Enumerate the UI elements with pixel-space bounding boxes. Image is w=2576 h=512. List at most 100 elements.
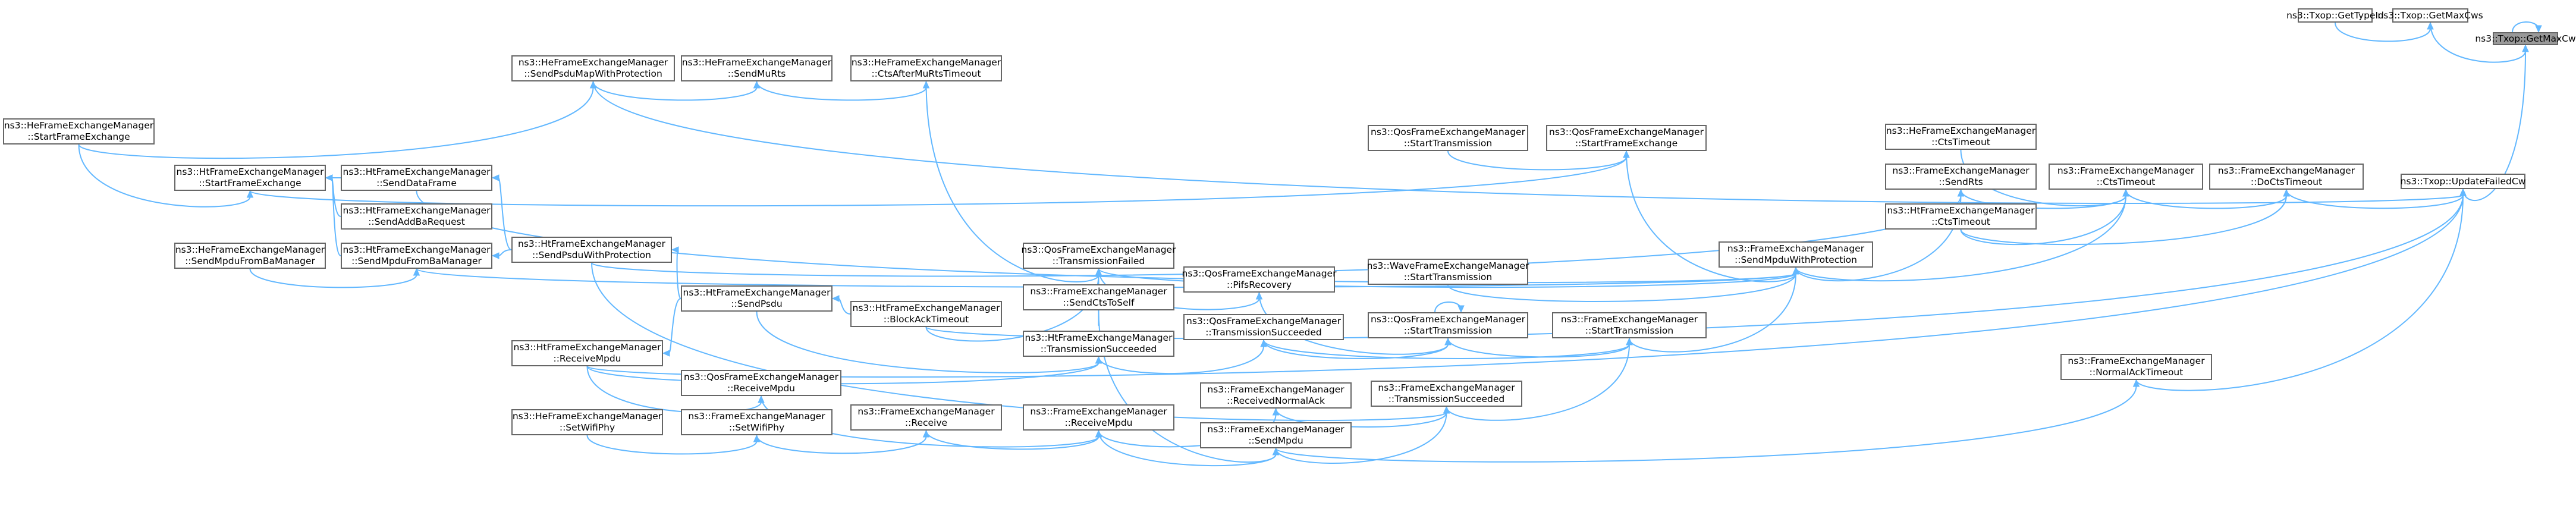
edge-arrowhead	[413, 268, 420, 276]
graph-node-qos-starttx-top[interactable]: ns3::QosFrameExchangeManager ::StartTran…	[1368, 125, 1528, 151]
graph-node-label: ns3::HtFrameExchangeManager ::ReceiveMpd…	[513, 342, 661, 364]
edge-arrowhead	[2459, 188, 2467, 196]
graph-node-normalacktimeout[interactable]: ns3::FrameExchangeManager ::NormalAckTim…	[2060, 354, 2212, 380]
graph-node-label: ns3::QosFrameExchangeManager ::StartTran…	[1371, 127, 1525, 149]
edge-arrowhead	[2427, 21, 2434, 30]
graph-node-label: ns3::HeFrameExchangeManager ::SendMpduFr…	[175, 244, 325, 266]
graph-node-label: ns3::FrameExchangeManager ::ReceivedNorm…	[1207, 384, 1344, 406]
graph-node-fem-setwifiphy[interactable]: ns3::FrameExchangeManager ::SetWifiPhy	[681, 409, 833, 435]
edge-sendpsduwithprot-to-fem-txsucceeded	[591, 262, 1447, 421]
edge-arrowhead	[1443, 406, 1450, 414]
edge-sendpsdu-to-ht-receivempdu	[668, 298, 681, 354]
graph-node-updatefailedcw[interactable]: ns3::Txop::UpdateFailedCw	[2401, 174, 2525, 189]
edge-sendmpduwithprot-to-sendrts	[1795, 195, 1962, 282]
graph-node-blockacktimeout[interactable]: ns3::HtFrameExchangeManager ::BlockAckTi…	[850, 301, 1002, 327]
edge-ht-receivempdu-to-ht-txsucceeded	[586, 362, 1099, 385]
graph-node-label: ns3::QosFrameExchangeManager ::ReceiveMp…	[684, 372, 838, 394]
edge-fem-ctstimeout-to-docftstimeout	[2125, 189, 2287, 209]
graph-node-label: ns3::FrameExchangeManager ::SendRts	[1892, 165, 2030, 187]
graph-node-ht-receivempdu[interactable]: ns3::HtFrameExchangeManager ::ReceiveMpd…	[511, 340, 663, 366]
edge-qos-starttx-top-to-qos-startframeexchange	[1447, 150, 1627, 171]
edge-docftstimeout-to-updatefailedcw	[2286, 189, 2464, 209]
edge-ht-txsucceeded-to-qos-txsucceeded	[1098, 345, 1264, 375]
edge-arrowhead	[2283, 189, 2290, 197]
edge-arrowhead	[1623, 150, 1630, 158]
graph-node-fem-ctstimeout[interactable]: ns3::FrameExchangeManager ::CtsTimeout	[2049, 164, 2203, 190]
edge-sendmpdu-to-fem-txsucceeded	[1275, 412, 1447, 464]
graph-node-he-setwifiphy[interactable]: ns3::HeFrameExchangeManager ::SetWifiPhy	[511, 409, 663, 435]
graph-node-he-startframeexchange[interactable]: ns3::HeFrameExchangeManager ::StartFrame…	[3, 118, 155, 145]
edge-sendmurts-to-ctsaftermuttstimeout	[756, 81, 927, 101]
graph-node-pifsrecovery[interactable]: ns3::QosFrameExchangeManager ::PifsRecov…	[1182, 266, 1336, 293]
graph-node-gettypeid[interactable]: ns3::Txop::GetTypeId	[2286, 8, 2384, 23]
graph-node-sendmurts[interactable]: ns3::HeFrameExchangeManager ::SendMuRts	[681, 55, 833, 81]
graph-node-label: ns3::QosFrameExchangeManager ::StartTran…	[1371, 314, 1525, 336]
graph-node-sendmpdu[interactable]: ns3::FrameExchangeManager ::SendMpdu	[1200, 422, 1352, 448]
graph-node-qos-txsucceeded[interactable]: ns3::QosFrameExchangeManager ::Transmiss…	[1183, 314, 1344, 340]
graph-node-label: ns3::HeFrameExchangeManager ::SendPsduMa…	[518, 57, 668, 79]
edge-arrowhead	[2132, 379, 2140, 387]
edge-arrowhead	[671, 246, 679, 253]
edge-receivednormalack-to-fem-txsucceeded	[1275, 408, 1447, 428]
graph-node-sendaddbarequest[interactable]: ns3::HtFrameExchangeManager ::SendAddBaR…	[341, 203, 492, 230]
graph-node-label: ns3::FrameExchangeManager ::SetWifiPhy	[688, 411, 825, 433]
edge-arrowhead	[491, 174, 500, 181]
graph-node-fem-receive[interactable]: ns3::FrameExchangeManager ::Receive	[850, 404, 1002, 431]
edge-arrowhead	[1255, 291, 1263, 300]
graph-node-he-sendmpdufrombamanager[interactable]: ns3::HeFrameExchangeManager ::SendMpduFr…	[174, 243, 326, 269]
graph-node-sendmpduwithprot[interactable]: ns3::FrameExchangeManager ::SendMpduWith…	[1719, 241, 1873, 268]
edge-arrowhead	[1260, 339, 1267, 347]
graph-node-qos-starttx-mid[interactable]: ns3::QosFrameExchangeManager ::StartTran…	[1368, 312, 1528, 338]
graph-node-he-ctstimeout[interactable]: ns3::HeFrameExchangeManager ::CtsTimeout	[1885, 124, 2037, 150]
edge-ctsaftermuttstimeout-to-qos-txfailed	[925, 81, 1099, 282]
graph-node-qos-txfailed[interactable]: ns3::QosFrameExchangeManager ::Transmiss…	[1022, 243, 1176, 269]
graph-node-sendrts[interactable]: ns3::FrameExchangeManager ::SendRts	[1885, 164, 2037, 190]
edge-ht-startframeexchange-to-qos-startframeexchange	[249, 156, 1627, 207]
graph-node-label: ns3::FrameExchangeManager ::NormalAckTim…	[2068, 356, 2205, 378]
graph-node-qos-receivempdu[interactable]: ns3::QosFrameExchangeManager ::ReceiveMp…	[681, 370, 841, 396]
graph-node-fem-receivempdu[interactable]: ns3::FrameExchangeManager ::ReceiveMpdu	[1023, 404, 1174, 431]
graph-node-qos-startframeexchange[interactable]: ns3::QosFrameExchangeManager ::StartFram…	[1546, 125, 1707, 151]
graph-node-getmaxcw[interactable]: ns3::Txop::GetMaxCw	[2475, 32, 2576, 45]
graph-node-sendpsdumapwithprot[interactable]: ns3::HeFrameExchangeManager ::SendPsduMa…	[511, 55, 675, 81]
edge-arrowhead	[922, 80, 930, 89]
graph-node-label: ns3::HtFrameExchangeManager ::SendAddBaR…	[343, 205, 491, 227]
edge-wave-starttx-to-sendmpduwithprot	[1447, 273, 1796, 302]
graph-node-label: ns3::Txop::UpdateFailedCw	[2400, 175, 2526, 187]
edge-arrowhead	[922, 429, 930, 438]
edge-arrowhead	[1272, 447, 1280, 456]
graph-node-label: ns3::HtFrameExchangeManager ::Transmissi…	[1025, 332, 1173, 354]
edge-sendpsduwithprot-to-sendmpdufrombamanager	[498, 249, 512, 256]
edge-ht-receivempdu-to-qos-receivempdu	[586, 366, 762, 413]
graph-node-label: ns3::HeFrameExchangeManager ::CtsAfterMu…	[851, 57, 1001, 79]
edge-sendmpduwithprot-to-fem-ctstimeout	[1795, 195, 2126, 282]
graph-node-getmaxcws[interactable]: ns3::Txop::GetMaxCws	[2377, 8, 2483, 23]
graph-node-label: ns3::HtFrameExchangeManager ::SendDataFr…	[343, 167, 491, 189]
edge-arrowhead	[2522, 44, 2529, 52]
edge-ht-ctstimeout-to-fem-ctstimeout	[1960, 195, 2126, 246]
graph-node-receivednormalack[interactable]: ns3::FrameExchangeManager ::ReceivedNorm…	[1200, 382, 1352, 409]
edge-fem-txsucceeded-to-fem-starttx	[1446, 344, 1630, 421]
graph-node-label: ns3::FrameExchangeManager ::StartTransmi…	[1560, 314, 1698, 336]
graph-node-ht-startframeexchange[interactable]: ns3::HtFrameExchangeManager ::StartFrame…	[174, 165, 326, 191]
graph-node-sendmpdufrombamanager[interactable]: ns3::HtFrameExchangeManager ::SendMpduFr…	[341, 243, 492, 269]
graph-node-docftstimeout[interactable]: ns3::FrameExchangeManager ::DoCtsTimeout	[2209, 164, 2364, 190]
graph-node-ht-txsucceeded[interactable]: ns3::HtFrameExchangeManager ::Transmissi…	[1023, 331, 1174, 357]
edge-arrowhead	[753, 434, 761, 442]
graph-node-ht-ctstimeout[interactable]: ns3::HtFrameExchangeManager ::CtsTimeout	[1885, 203, 2037, 230]
edge-arrowhead	[325, 174, 333, 181]
graph-node-wave-starttx[interactable]: ns3::WaveFrameExchangeManager ::StartTra…	[1367, 259, 1529, 285]
graph-node-senddataframe[interactable]: ns3::HtFrameExchangeManager ::SendDataFr…	[341, 165, 492, 191]
graph-node-fem-starttx[interactable]: ns3::FrameExchangeManager ::StartTransmi…	[1552, 312, 1707, 338]
graph-node-sendpsduwithprot[interactable]: ns3::HtFrameExchangeManager ::SendPsduWi…	[511, 237, 672, 263]
graph-node-sendpsdu[interactable]: ns3::HtFrameExchangeManager ::SendPsdu	[681, 285, 833, 312]
graph-node-sendctstoself[interactable]: ns3::FrameExchangeManager ::SendCtsToSel…	[1023, 284, 1174, 310]
graph-node-label: ns3::HeFrameExchangeManager ::CtsTimeout	[1886, 125, 2036, 147]
graph-node-fem-txsucceeded[interactable]: ns3::FrameExchangeManager ::Transmission…	[1371, 381, 1522, 407]
graph-node-label: ns3::HtFrameExchangeManager ::BlockAckTi…	[852, 303, 1000, 325]
graph-node-label: ns3::FrameExchangeManager ::Receive	[857, 406, 995, 428]
graph-node-label: ns3::HeFrameExchangeManager ::SetWifiPhy	[512, 411, 662, 433]
graph-node-ctsaftermuttstimeout[interactable]: ns3::HeFrameExchangeManager ::CtsAfterMu…	[850, 55, 1002, 81]
edge-arrowhead	[1095, 356, 1102, 364]
